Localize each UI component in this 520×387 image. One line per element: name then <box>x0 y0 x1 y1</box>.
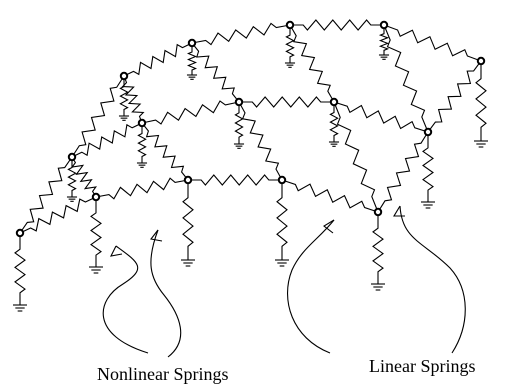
spring-A4-A5 <box>191 22 291 46</box>
ground-spring-coil <box>378 29 390 55</box>
ground-spring-A6 <box>378 29 390 60</box>
ground-spring-coil <box>285 29 295 63</box>
ground-spring-A3 <box>118 80 130 121</box>
spring-A2-A3 <box>71 75 125 158</box>
ground-spring-C1 <box>181 184 195 267</box>
node-A5 <box>285 20 295 30</box>
ground-spring-C3 <box>371 216 385 291</box>
node-C2 <box>277 175 287 185</box>
ground-spring-coil <box>422 136 434 202</box>
annotation-arrow-2 <box>150 229 182 358</box>
node-A6 <box>379 20 389 30</box>
node-B3 <box>234 97 244 107</box>
spring-C2-C3 <box>281 179 379 213</box>
ground-spring-A7 <box>474 65 488 148</box>
node-B1 <box>91 192 101 202</box>
spring-A4-B3 <box>191 42 240 103</box>
node-A2 <box>67 152 77 162</box>
ground-spring-coil <box>329 106 339 142</box>
ground-spring-B3 <box>233 106 245 149</box>
ground-spring-B1 <box>89 201 103 274</box>
node-A7 <box>476 56 486 66</box>
springs-layer <box>19 19 482 234</box>
ground-spring-B4 <box>328 106 340 147</box>
arrowhead-2 <box>150 229 163 242</box>
ground-spring-coil <box>475 65 487 141</box>
node-A1 <box>15 228 25 238</box>
nodes-layer <box>15 20 486 238</box>
nonlinear-springs-label: Nonlinear Springs <box>97 364 229 384</box>
arrows-layer <box>102 205 466 358</box>
spring-A7-B5 <box>427 60 482 133</box>
ground-spring-B2 <box>136 127 148 168</box>
ground-spring-coil <box>182 184 194 260</box>
ground-spring-coil <box>234 106 244 144</box>
node-C1 <box>183 175 193 185</box>
spring-A6-B5 <box>383 24 429 133</box>
spring-B3-B4 <box>239 96 334 108</box>
annotation-arrow-3 <box>287 219 335 354</box>
spring-A5-B4 <box>289 24 335 103</box>
node-A3 <box>119 71 129 81</box>
ground-springs-layer <box>13 29 488 312</box>
spring-A3-A4 <box>123 42 193 77</box>
spring-B2-C1 <box>141 122 189 181</box>
ground-spring-coil <box>372 216 384 284</box>
ground-spring-coil <box>276 184 288 260</box>
spring-A5-A6 <box>290 19 384 31</box>
ground-spring-coil <box>14 237 26 305</box>
node-A4 <box>187 38 197 48</box>
spring-A1-A2 <box>19 156 73 234</box>
ground-spring-B5 <box>421 136 435 209</box>
arrowhead-3 <box>323 219 335 234</box>
annotation-arrow-1 <box>102 245 149 354</box>
spring-B1-C1 <box>95 177 189 200</box>
spring-A2-B1 <box>70 156 98 198</box>
ground-spring-coil <box>67 161 77 197</box>
spring-B5-C3 <box>377 131 429 213</box>
ground-spring-coil <box>186 47 198 75</box>
node-B2 <box>137 118 147 128</box>
node-B5 <box>423 127 433 137</box>
spring-B2-B3 <box>141 100 240 125</box>
ground-spring-A4 <box>186 47 198 80</box>
spring-A3-B2 <box>121 75 145 124</box>
spring-A1-B1 <box>19 196 97 234</box>
spring-A2-B2 <box>71 122 143 158</box>
ground-spring-coil <box>90 201 102 267</box>
node-C3 <box>373 207 383 217</box>
spring-A6-A7 <box>383 24 482 62</box>
node-B4 <box>329 97 339 107</box>
spring-B4-C3 <box>333 101 379 213</box>
arrowhead-4 <box>393 205 405 217</box>
ground-spring-A5 <box>284 29 296 68</box>
ground-spring-C2 <box>275 184 289 267</box>
linear-springs-label: Linear Springs <box>369 356 476 376</box>
ground-spring-coil <box>119 80 129 116</box>
spring-B4-B5 <box>333 101 429 133</box>
ground-spring-coil <box>137 127 147 163</box>
ground-spring-A2 <box>66 161 78 202</box>
annotation-arrow-4 <box>399 205 466 354</box>
spring-B3-C2 <box>238 101 283 181</box>
spring-C1-C2 <box>188 174 282 186</box>
arrowhead-1 <box>110 245 123 257</box>
ground-spring-A1 <box>13 237 27 312</box>
